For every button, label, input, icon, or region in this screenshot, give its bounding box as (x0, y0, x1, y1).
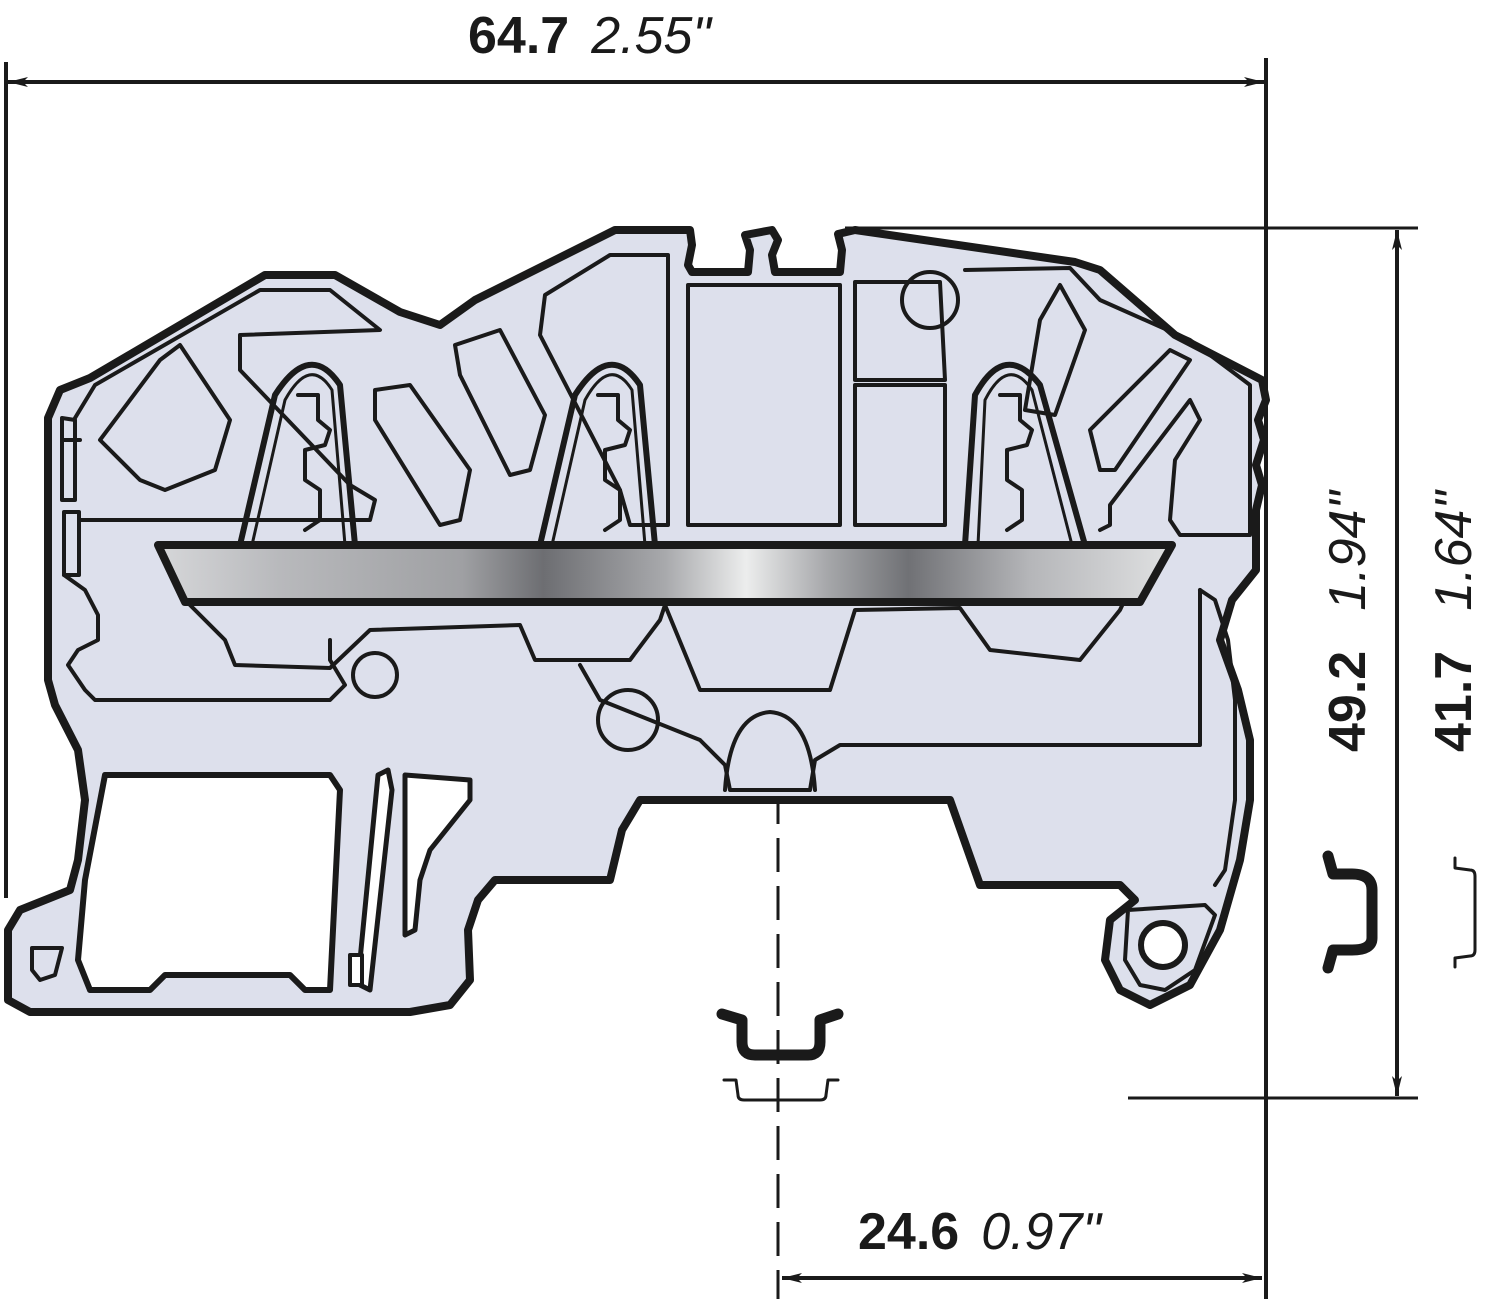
din-rail-top-hat-icon (1322, 850, 1378, 974)
din-rail-top-hat-icon-thin (722, 1078, 840, 1102)
terminal-body (4, 226, 1270, 1016)
mounting-hole-top (900, 270, 960, 330)
lower-contour (158, 543, 1152, 692)
right-foot-inner (1123, 903, 1217, 992)
din-rail-top-hat-icon (716, 1008, 844, 1061)
inner-channel-5 (1088, 348, 1192, 472)
spring-2 (537, 361, 658, 548)
dimension-imperial: 2.55" (591, 7, 711, 65)
dimension-metric: 24.6 (858, 1203, 960, 1261)
inner-contour-left (73, 288, 382, 522)
dimension-label-overall-width: 64.7 2.55" (468, 10, 711, 62)
inner-channel-4 (1023, 283, 1087, 417)
left-lower-rim (62, 573, 347, 702)
left-foot-notch (30, 946, 64, 982)
inner-channel-1 (98, 343, 232, 492)
din-rail-top-hat-icon-thin (1453, 856, 1477, 969)
center-slot-b (402, 772, 473, 938)
inner-panel-mid (538, 253, 670, 527)
mounting-hole-left (351, 651, 399, 699)
left-panel-mid (62, 510, 81, 577)
spring-3 (962, 361, 1088, 548)
right-foot-hole (1138, 920, 1188, 970)
dimension-metric: 49.2 (1319, 650, 1377, 752)
right-wall-contour (1198, 588, 1237, 887)
dimension-imperial: 1.94" (1319, 491, 1377, 611)
inner-contour-right (963, 266, 1252, 537)
spring-guides (296, 393, 1034, 532)
dimension-label-height-41: 41.7 1.64" (1425, 491, 1483, 752)
dimension-label-height-49: 49.2 1.94" (1319, 491, 1377, 752)
dimension-label-rail-offset: 24.6 0.97" (858, 1206, 1101, 1258)
mounting-hole-center (596, 688, 660, 752)
cross-connection-bridge (154, 541, 1176, 606)
spring-3-inner (976, 373, 1074, 547)
dimension-imperial: 0.97" (981, 1203, 1101, 1261)
din-rail-symbol-right (1322, 850, 1477, 974)
inner-panel-center (686, 283, 842, 527)
rail-clip-arch (723, 710, 817, 792)
dimension-lines (4, 58, 1418, 1299)
left-panel-upper (60, 416, 82, 502)
small-slot (348, 953, 364, 987)
lower-window (75, 772, 343, 993)
spring-clamps (237, 361, 1088, 548)
lower-inner-contour (578, 588, 1202, 792)
inner-channel-3 (453, 328, 547, 477)
din-rail-symbol-bottom (716, 1008, 844, 1102)
dimension-imperial: 1.64" (1425, 491, 1483, 611)
spring-1-inner (250, 373, 347, 547)
dimension-metric: 41.7 (1425, 650, 1483, 752)
spring-2-inner (550, 373, 647, 547)
spring-1 (237, 361, 358, 548)
inner-channel-2 (373, 383, 472, 527)
dimension-metric: 64.7 (468, 7, 570, 65)
inner-panel-right (853, 280, 947, 527)
